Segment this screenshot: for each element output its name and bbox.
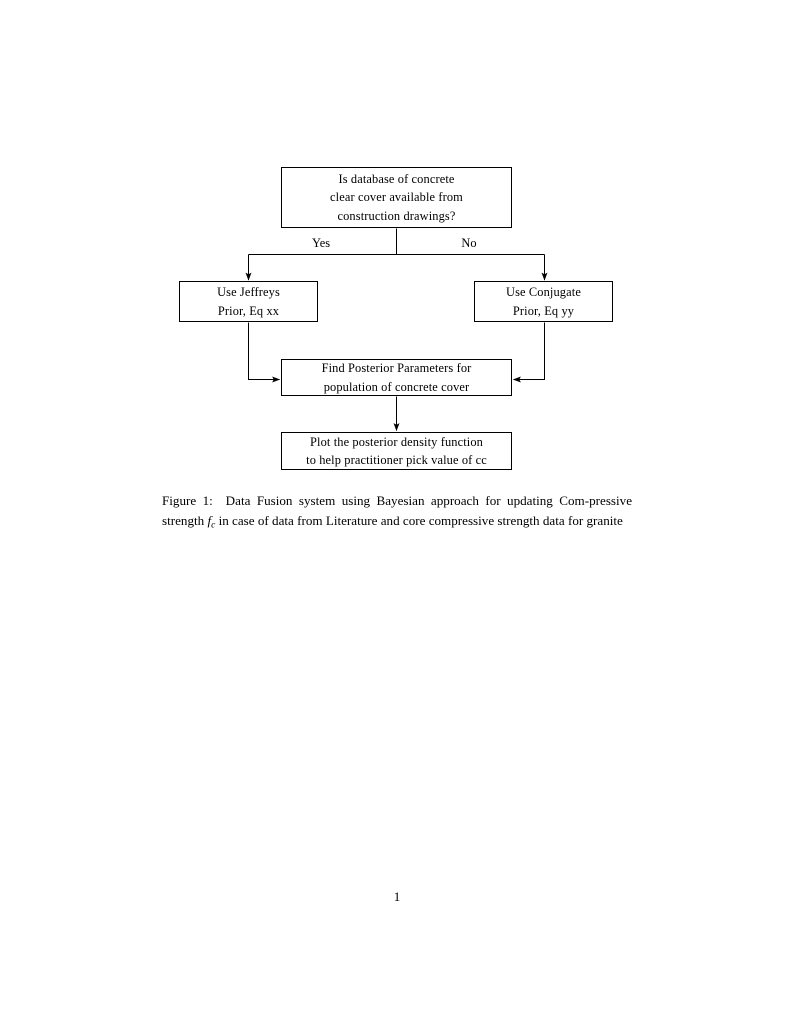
edge-label-yes: Yes bbox=[311, 236, 331, 250]
caption-part-1: Data Fusion system using Bayesian approa… bbox=[162, 493, 633, 528]
caption-math-symbol: fc bbox=[207, 512, 216, 531]
figure-flowchart: Is database of concrete clear cover avai… bbox=[0, 0, 794, 500]
caption-symbol-base: f bbox=[207, 512, 212, 528]
node-plot-line-2: to help practitioner pick value of cc bbox=[306, 453, 487, 467]
caption-part-2: in case of data from Literature and core… bbox=[218, 512, 623, 528]
node-question: Is database of concrete clear cover avai… bbox=[281, 167, 512, 228]
node-conjugate-line-1: Use Conjugate bbox=[506, 285, 581, 299]
edge-conjugate-posterior bbox=[512, 322, 546, 383]
figure-caption: Figure 1: Data Fusion system using Bayes… bbox=[162, 491, 632, 536]
node-jeffreys-line-1: Use Jeffreys bbox=[217, 285, 280, 299]
node-jeffreys-line-2: Prior, Eq xx bbox=[217, 303, 280, 318]
edge-jeffreys-posterior bbox=[247, 322, 281, 383]
page-number: 1 bbox=[393, 889, 401, 904]
node-jeffreys-prior: Use Jeffreys Prior, Eq xx bbox=[179, 281, 318, 322]
node-posterior-line-2: population of concrete cover bbox=[323, 379, 470, 394]
flowchart-connectors bbox=[245, 228, 548, 432]
caption-label: Figure 1: bbox=[162, 493, 213, 508]
edge-label-no: No bbox=[461, 236, 477, 250]
node-plot-posterior-density: Plot the posterior density function to h… bbox=[281, 432, 512, 470]
node-conjugate-prior: Use Conjugate Prior, Eq yy bbox=[474, 281, 613, 322]
node-conjugate-line-2: Prior, Eq yy bbox=[512, 303, 575, 318]
node-find-posterior-parameters: Find Posterior Parameters for population… bbox=[281, 359, 512, 396]
node-question-line-2: clear cover available from bbox=[330, 190, 463, 205]
node-question-line-1: Is database of concrete bbox=[338, 171, 455, 186]
node-question-line-3: construction drawings? bbox=[337, 208, 456, 223]
node-posterior-line-1: Find Posterior Parameters for bbox=[321, 361, 472, 375]
caption-symbol-subscript: c bbox=[211, 520, 216, 531]
node-plot-line-1: Plot the posterior density function bbox=[310, 434, 483, 449]
